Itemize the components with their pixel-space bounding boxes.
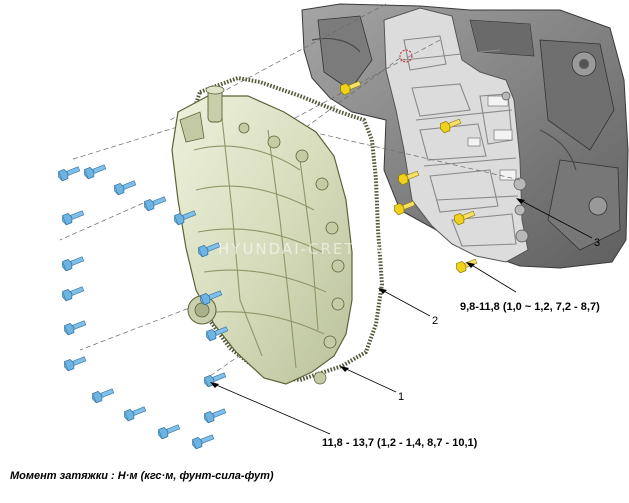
torque-spec-oil-pan-bolts: 11,8 - 13,7 (1,2 - 1,4, 8,7 - 10,1): [322, 437, 478, 449]
leader-lines: [213, 199, 593, 435]
leader-arrowheads: [210, 198, 525, 388]
valve-body: [383, 7, 529, 263]
callout-3-valve-body: 3: [594, 237, 600, 249]
callout-1-oil-pan: 1: [398, 391, 404, 403]
oil-pan: [171, 85, 353, 385]
gasket: [177, 75, 385, 383]
callout-2-gasket: 2: [432, 315, 438, 327]
watermark: HYUNDAI-CRETA.NET: [218, 240, 409, 258]
torque-unit-legend: Момент затяжки : Н·м (кгс·м, фунт-сила-ф…: [10, 470, 274, 482]
torque-spec-valve-body-bolts: 9,8-11,8 (1,0 ~ 1,2, 7,2 - 8,7): [460, 301, 600, 313]
